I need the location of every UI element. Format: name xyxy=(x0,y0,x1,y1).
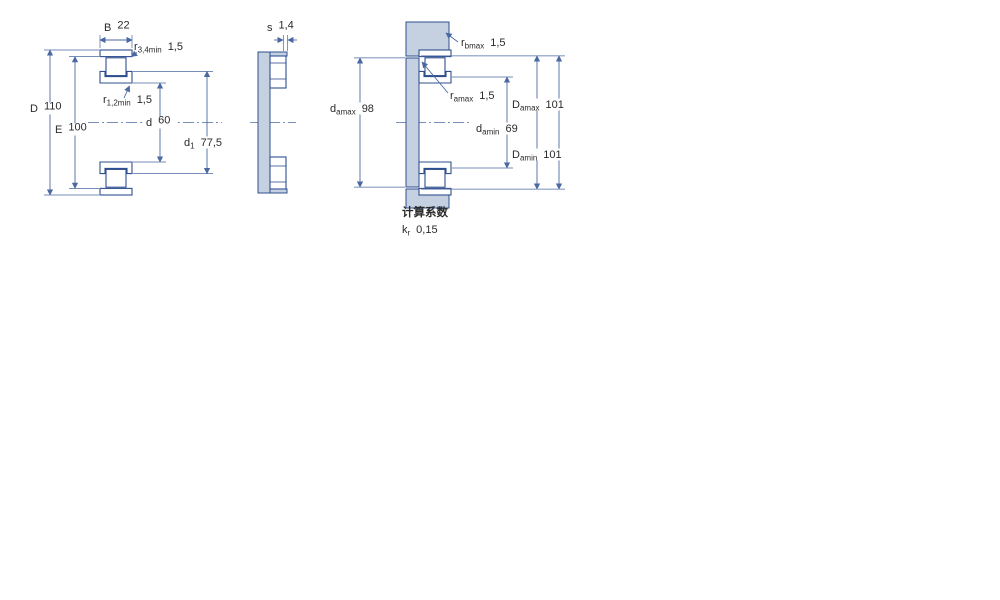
leader-line-ramax xyxy=(421,61,449,94)
label-background xyxy=(509,148,571,161)
roller-bottom xyxy=(424,168,446,188)
ring-block-bottom xyxy=(269,156,287,190)
sleeve-section xyxy=(257,51,271,194)
label-background xyxy=(143,116,175,129)
outer-ring-top xyxy=(99,49,133,58)
outer-ring-bottom xyxy=(99,187,133,196)
leader-line-rbmax xyxy=(445,32,459,43)
roller-top xyxy=(424,57,446,77)
loose-rib-top xyxy=(269,51,288,57)
leader-line-r34 xyxy=(130,50,138,57)
loose-rib-bottom xyxy=(269,188,288,194)
shaft-shoulder xyxy=(405,57,420,188)
calculation-factors-heading: 计算系数 xyxy=(402,205,448,219)
leader-line-r12 xyxy=(123,85,131,99)
inner-ring-bottom xyxy=(418,161,452,175)
label-background xyxy=(52,123,89,136)
label-background xyxy=(509,98,571,111)
inner-ring-top xyxy=(99,70,133,84)
label-background xyxy=(473,122,525,135)
label-background xyxy=(27,102,65,115)
outer-ring-bottom xyxy=(418,187,452,196)
label-background xyxy=(327,102,383,115)
outer-ring-top xyxy=(418,49,452,58)
inner-ring-bottom xyxy=(99,161,133,175)
ring-block-top xyxy=(269,55,287,89)
roller-top xyxy=(105,57,127,77)
label-background xyxy=(181,136,228,149)
roller-bottom xyxy=(105,168,127,188)
